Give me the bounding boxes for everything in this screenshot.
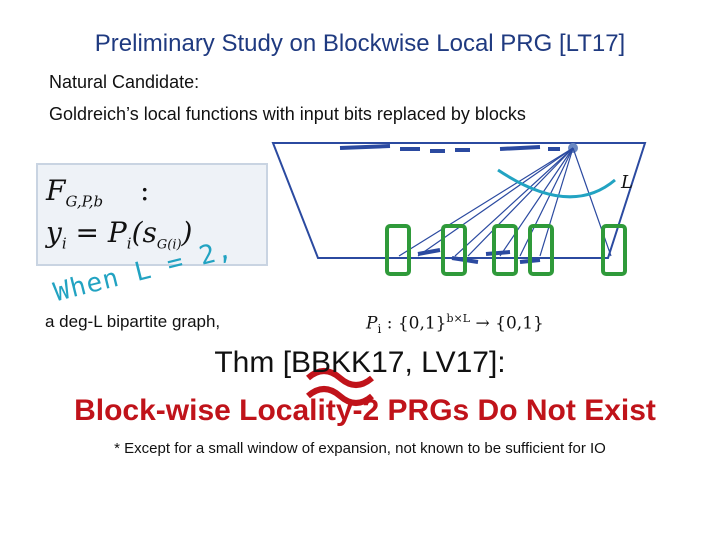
function-colon: : xyxy=(140,174,150,207)
eq-rhs: = P xyxy=(75,216,127,249)
formula-box xyxy=(36,163,268,266)
input-block-5 xyxy=(601,224,627,276)
predicate-domain-sup: b×L xyxy=(446,312,471,325)
graph-edges xyxy=(398,147,612,257)
function-label: FG,P,b xyxy=(46,174,103,211)
footnote: * Except for a small window of expansion… xyxy=(114,440,606,457)
bipartite-graph-text: a deg-L bipartite graph, xyxy=(45,312,221,331)
approx-symbol-bottom xyxy=(306,386,374,406)
input-block-3 xyxy=(492,224,518,276)
theorem-claim: Block-wise Locality-2 PRGs Do Not Exist xyxy=(74,394,656,427)
input-block-2 xyxy=(441,224,467,276)
input-block-4 xyxy=(528,224,554,276)
predicate-codomain: {0,1} xyxy=(495,313,544,334)
predicate-signature: Pi : {0,1}b×L → {0,1} xyxy=(366,312,544,336)
eq-rhs-sub: i xyxy=(126,234,132,253)
function-subscript: G,P,b xyxy=(65,192,104,211)
graph-trapezoid xyxy=(271,142,647,259)
input-block-1 xyxy=(385,224,411,276)
eq-lhs: y xyxy=(46,216,62,249)
eq-arg: (s xyxy=(131,216,157,249)
eq-close: ) xyxy=(181,216,193,249)
locality-arc xyxy=(497,168,616,199)
approx-symbol-top xyxy=(306,368,374,388)
candidate-description: Goldreich’s local functions with input b… xyxy=(49,104,526,124)
function-letter: F xyxy=(46,174,66,207)
candidate-label: Natural Candidate: xyxy=(49,72,200,92)
predicate-domain: : {0,1} xyxy=(386,313,447,334)
input-blocks xyxy=(385,224,627,276)
predicate-sub: i xyxy=(377,322,382,337)
slide-title: Preliminary Study on Blockwise Local PRG… xyxy=(94,30,626,57)
predicate-name: P xyxy=(366,313,378,334)
theorem-heading: Thm [BBKK17, LV17]: xyxy=(214,346,506,379)
locality-label: L xyxy=(620,172,633,193)
eq-lhs-sub: i xyxy=(61,234,67,253)
output-equation: yi = Pi(sG(i)) xyxy=(46,216,192,253)
eq-arg-sub: G(i) xyxy=(156,237,182,253)
input-row-top-scribble xyxy=(339,144,560,153)
predicate-arrow: → xyxy=(475,313,490,334)
